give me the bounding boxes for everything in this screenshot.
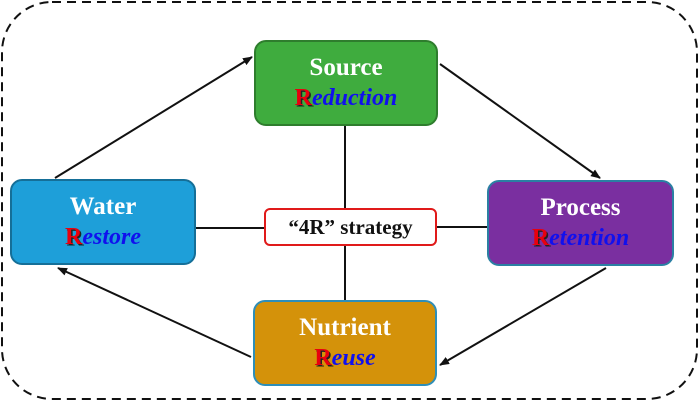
node-nutrient-subtitle-rest: euse (331, 344, 376, 371)
node-process-subtitle-rest: etention (549, 224, 630, 251)
arrow-water-to-source (54, 56, 253, 179)
node-water-subtitle-rest: estore (82, 223, 141, 250)
node-source: Source Reduction (254, 40, 438, 126)
node-source-title: Source (309, 54, 383, 82)
node-process-red-letter: R (531, 224, 550, 251)
arrow-source-to-process (439, 63, 601, 179)
arrow-process-to-nutrient (439, 267, 607, 366)
node-process-title: Process (540, 194, 621, 222)
node-source-subtitle: Reduction (295, 84, 398, 113)
node-source-subtitle-rest: eduction (312, 84, 398, 111)
node-process-subtitle: Retention (532, 224, 629, 253)
node-nutrient-title: Nutrient (299, 314, 391, 342)
node-process: Process Retention (487, 180, 674, 266)
center-strategy-label: “4R” strategy (264, 208, 437, 246)
node-water: Water Restore (10, 179, 196, 265)
node-nutrient: Nutrient Reuse (253, 300, 437, 386)
node-water-title: Water (69, 193, 137, 221)
node-water-red-letter: R (65, 223, 83, 250)
node-source-red-letter: R (294, 84, 312, 111)
node-water-subtitle: Restore (65, 223, 141, 252)
arrow-nutrient-to-water (57, 267, 252, 358)
node-nutrient-subtitle: Reuse (314, 344, 375, 373)
node-nutrient-red-letter: R (314, 344, 332, 371)
